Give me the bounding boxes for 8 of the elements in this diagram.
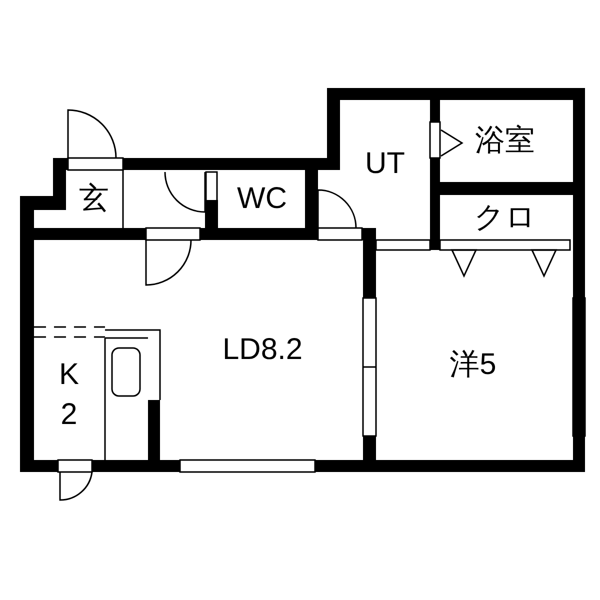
room-label: WC	[237, 184, 287, 214]
room-label: 浴室	[475, 126, 535, 156]
room-label: 玄	[79, 184, 109, 214]
room-label: 洋5	[450, 350, 496, 380]
room-label: LD8.2	[222, 335, 303, 365]
room-label: K 2	[58, 357, 80, 433]
room-label: UT	[365, 149, 405, 179]
room-label: クロ	[474, 202, 536, 232]
